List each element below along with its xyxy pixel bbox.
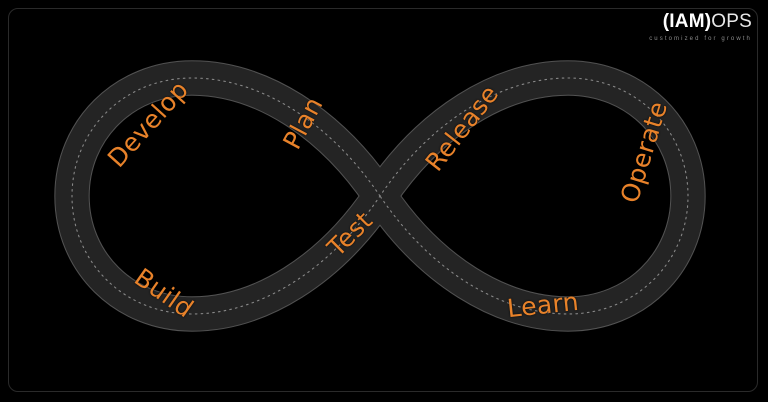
brand-logo: (IAM)OPS customized for growth [649, 12, 752, 42]
brand-tagline: customized for growth [649, 36, 752, 42]
brand-name-iam: (IAM) [662, 11, 712, 32]
brand-name-ops: OPS [711, 11, 752, 32]
brand-name: (IAM)OPS [649, 12, 752, 31]
